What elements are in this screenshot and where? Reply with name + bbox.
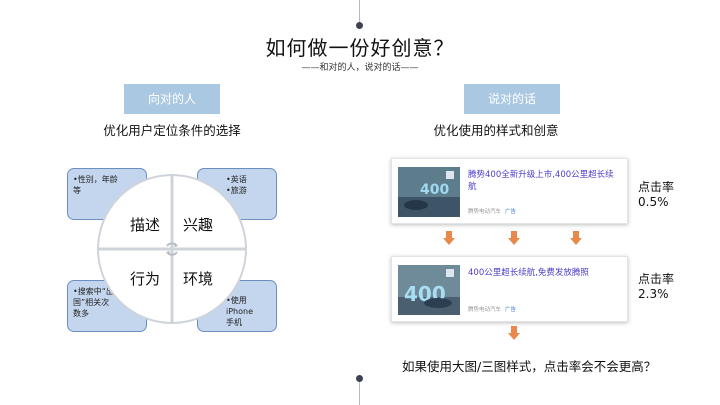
ad-card-1: 400 腾势400全新升级上市,400公里超长续航 腾势电动汽车广告 [391,158,628,224]
ctr-value: 0.5% [638,195,669,209]
ad-source: 腾势电动汽车广告 [468,305,516,313]
ctr-label: 点击率 [638,272,675,286]
cycle-icon [166,242,178,256]
down-arrow-icon [508,326,520,340]
top-divider-dot [356,22,363,29]
quadrant-interest: 兴趣 [183,216,214,234]
ctr-1: 点击率 0.5% [638,180,674,210]
ctr-value: 2.3% [638,287,669,301]
ad-source: 腾势电动汽车广告 [468,207,516,215]
note-line: •英语 [226,175,247,184]
left-header-box: 向对的人 [124,84,220,114]
note-line: 手机 [226,318,242,327]
note-line: 国”相关次 [73,298,110,307]
slide-subtitle: ——和对的人，说对的话—— [301,63,419,73]
ad-tag: 广告 [505,307,517,313]
quadrant-behavior: 行为 [130,270,161,288]
slide-title: 如何做一份好创意？ [265,36,455,60]
ad-tag: 广告 [505,209,517,215]
note-line: 等 [73,186,81,195]
top-divider-line [359,0,360,26]
quadrant-describe: 描述 [130,216,161,234]
ad-title: 400公里超长续航,免费发放腾照 [468,268,589,278]
note-line: •旅游 [226,186,247,195]
ctr-2: 点击率 2.3% [638,272,674,302]
car-ad-image: 400 [398,265,460,315]
right-section-subtitle: 优化使用的样式和创意 [433,123,559,138]
note-line: 数多 [73,309,89,318]
bottom-divider-dot [356,375,363,382]
down-arrow-icon [570,231,582,245]
down-arrow-icon [508,231,520,245]
left-section-subtitle: 优化用户定位条件的选择 [103,123,241,138]
note-line: •使用iPhone [226,296,254,316]
bottom-divider-line [359,378,360,405]
ctr-label: 点击率 [638,180,675,194]
ad-card-2: 400 400公里超长续航,免费发放腾照 腾势电动汽车广告 [391,256,628,322]
ad-title: 腾势400全新升级上市,400公里超长续航 [468,170,614,192]
note-line: •搜索中“出 [73,287,114,296]
quadrant-environment: 环境 [183,270,214,288]
question-text: 如果使用大图/三图样式，点击率会不会更高？ [402,359,657,374]
right-header-box: 说对的话 [464,84,560,114]
ad-source-name: 腾势电动汽车 [468,209,502,215]
ad-source-name: 腾势电动汽车 [468,307,502,313]
car-ad-image: 400 [398,167,460,217]
down-arrow-icon [443,231,455,245]
circle-dividers [99,176,245,322]
note-line: •性别，年龄 [73,175,118,184]
ad-image-text: 400 [420,182,449,198]
